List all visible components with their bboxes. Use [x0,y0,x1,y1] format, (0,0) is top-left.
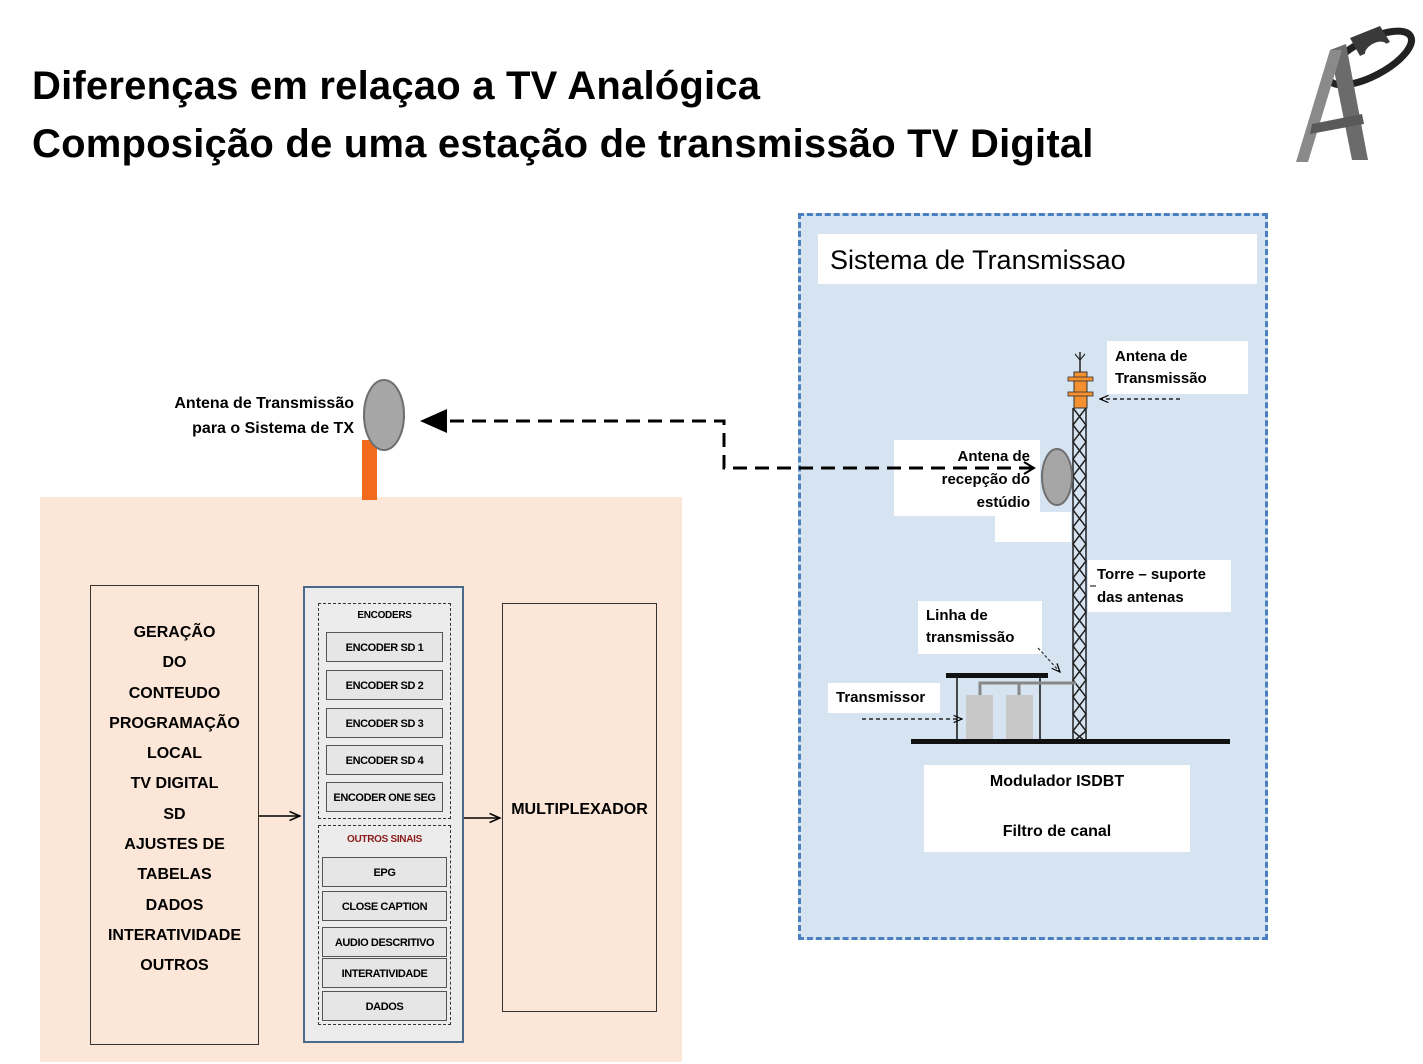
other-signal-item: DADOS [322,991,447,1021]
generation-line: DO [162,654,187,672]
generation-line: PROGRAMAÇÃO [109,714,240,732]
generation-line: GERAÇÃO [133,624,216,641]
transmission-line-label-line-2: transmissão [926,629,1015,646]
multiplexer-box: MULTIPLEXADOR [502,603,657,1012]
encoder-item: ENCODER ONE SEG [326,782,443,812]
generation-line: SD [163,805,186,823]
rx-antenna-label-box-extension [995,512,1071,542]
generation-line: TV DIGITAL [130,775,219,793]
transmission-system-title: Sistema de Transmissao [818,234,1257,284]
encoders-group: ENCODERS [318,603,451,819]
tx-antenna-label-line-1: Antena de [1115,348,1188,365]
modulator-box: Modulador ISDBT Filtro de canal [924,765,1190,852]
encoder-item: ENCODER SD 2 [326,670,443,700]
other-signals-group-title: OUTROS SINAIS [347,834,422,845]
generation-line: CONTEUDO [128,684,221,702]
transmission-line-label-line-1: Linha de [926,607,988,624]
studio-antenna-label-line-2: para o Sistema de TX [192,420,354,437]
generation-line: INTERATIVIDADE [107,926,242,944]
other-signals-group: OUTROS SINAIS [318,825,451,1025]
other-signal-item: CLOSE CAPTION [322,891,447,921]
title-line-2: Composição de uma estação de transmissão… [32,122,1094,166]
rx-antenna-label-line-2: recepção do [941,471,1030,488]
rx-antenna-label-line-3: estúdio [976,494,1030,511]
encoder-item: ENCODER SD 4 [326,745,443,775]
rx-antenna-label-line-1: Antena de [957,448,1030,465]
tx-antenna-label-line-2: Transmissão [1115,370,1207,387]
content-generation-box: GERAÇÃO DO CONTEUDO PROGRAMAÇÃO LOCAL TV DIGI… [90,585,259,1045]
content-generation-lines: GERAÇÃO DO CONTEUDO PROGRAMAÇÃO LOCAL TV DIGI… [91,618,258,982]
other-signal-item: INTERATIVIDADE [322,958,447,988]
generation-line: TABELAS [137,866,212,884]
encoders-group-title: ENCODERS [357,610,412,621]
tower-label-line-1: Torre – suporte [1097,566,1206,583]
encoder-item: ENCODER SD 1 [326,632,443,662]
other-signal-item: EPG [322,857,447,887]
studio-antenna-label-line-1: Antena de Transmissão [174,395,354,412]
generation-line: OUTROS [140,957,209,975]
generation-line: DADOS [145,896,204,914]
channel-filter-label: Filtro de canal [1002,823,1112,840]
generation-line: AJUSTES DE [124,836,225,854]
studio-antenna-dish [363,379,405,451]
transmission-line-label: Linha de transmissão [918,601,1042,654]
studio-antenna-label: Antena de Transmissão para o Sistema de … [150,391,354,441]
encoder-item: ENCODER SD 3 [326,708,443,738]
modulator-label: Modulador ISDBT [989,773,1125,790]
tower-A-logo-icon [1296,26,1415,162]
tower-label: Torre – suporte das antenas [1088,560,1231,612]
rx-antenna-label: Antena de recepção do estúdio [900,445,1030,514]
tx-antenna-label: Antena de Transmissão [1107,341,1248,394]
generation-line: LOCAL [146,745,203,763]
tower-label-line-2: das antenas [1097,589,1184,606]
studio-antenna-mast [362,440,377,500]
transmitter-label: Transmissor [828,683,940,713]
title-line-1: Diferenças em relaçao a TV Analógica [32,64,761,108]
other-signal-item: AUDIO DESCRITIVO [322,927,447,957]
